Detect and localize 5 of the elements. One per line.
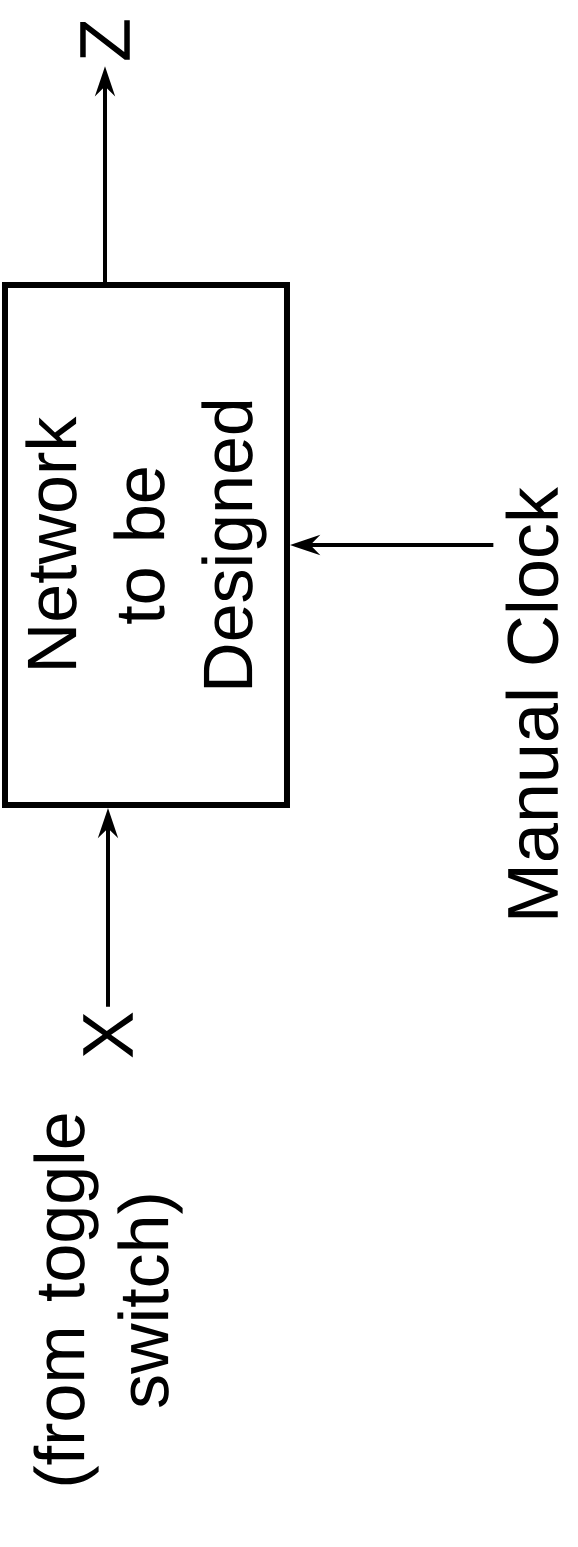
signal-label: Manual Clock [505,487,559,918]
network-box: Network to be Designed [2,282,290,808]
signal-label: Z [80,20,130,60]
note-text: (from toggle switch) [33,1114,183,1485]
signal-label: X [83,1012,133,1058]
